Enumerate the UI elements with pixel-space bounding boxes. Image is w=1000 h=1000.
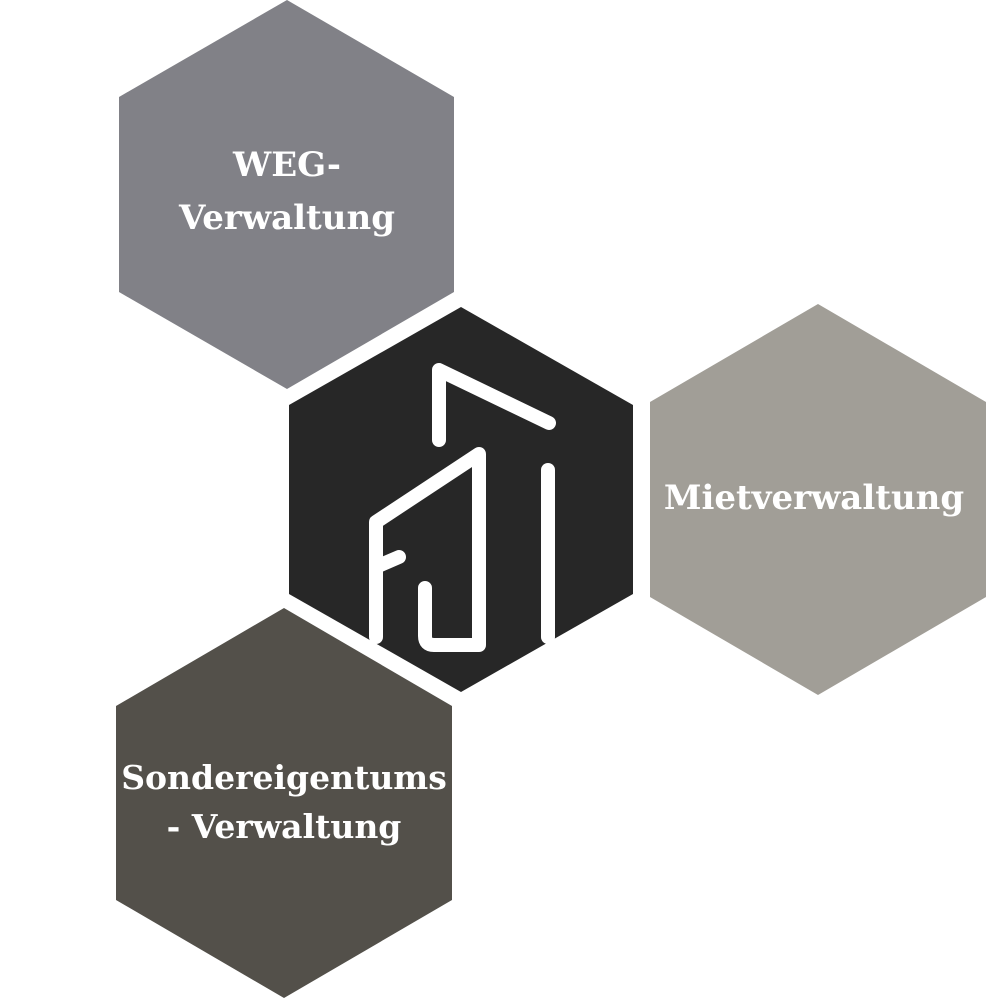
hex-center-logo (289, 307, 633, 692)
hex-weg-shape (119, 0, 454, 389)
building-logo-icon (369, 363, 556, 652)
logo-f-crossbar (371, 550, 406, 573)
hex-mietverwaltung: Mietverwaltung (650, 304, 986, 695)
hex-miet-label: Mietverwaltung (664, 478, 964, 518)
hex-miet-shape (650, 304, 986, 695)
logo-front-building (369, 447, 486, 652)
hex-sonder-shape (116, 608, 452, 998)
hex-weg-verwaltung: WEG- Verwaltung (119, 0, 454, 389)
hex-sonder-label-line1: Sondereigentums (121, 758, 447, 797)
hex-weg-label-line1: WEG- (232, 145, 341, 185)
hex-sondereigentums-verwaltung: Sondereigentums - Verwaltung (116, 608, 452, 998)
logo-tower-outline (432, 363, 556, 447)
hex-sonder-label-line2: - Verwaltung (167, 807, 402, 846)
hex-center-shape (289, 307, 633, 692)
hex-weg-label-line2: Verwaltung (178, 198, 395, 238)
